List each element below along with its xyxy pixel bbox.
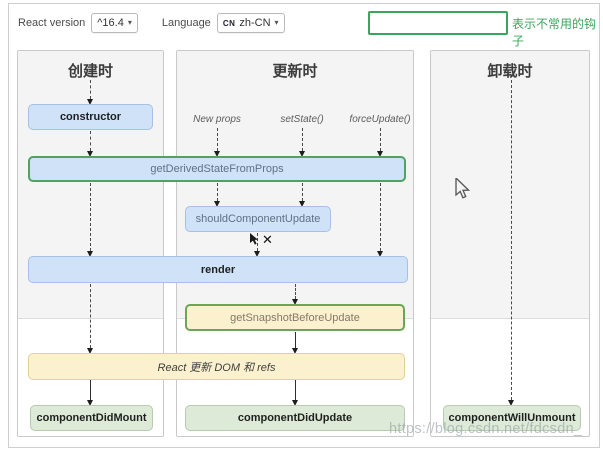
toolbar: React version ^16.4 ▾ Language CN zh-CN … <box>18 10 285 36</box>
language-label: Language <box>161 17 211 29</box>
trigger-force-update: forceUpdate() <box>349 114 411 125</box>
flow-arrow <box>292 380 298 406</box>
watermark: https://blog.csdn.net/fdcsdn_ <box>389 421 583 437</box>
flow-arrow <box>87 131 93 157</box>
mouse-cursor-icon <box>455 176 471 205</box>
close-x-icon: ✕ <box>262 232 273 247</box>
language-select[interactable]: CN zh-CN ▾ <box>216 13 285 33</box>
react-version-value: ^16.4 <box>97 17 124 29</box>
trigger-set-state: setState() <box>280 114 324 125</box>
flow-arrow <box>292 332 298 354</box>
flow-arrow <box>254 233 260 257</box>
legend-swatch <box>368 11 508 35</box>
lifecycle-box-shouldcomponentupdate[interactable]: shouldComponentUpdate <box>185 206 331 232</box>
flow-arrow <box>292 284 298 305</box>
lifecycle-box-componentwillunmount[interactable]: componentWillUnmount <box>443 405 581 431</box>
column-title-unmounting: 卸载时 <box>487 63 533 80</box>
flag-icon: CN <box>222 18 236 28</box>
flow-arrow <box>87 80 93 105</box>
flow-arrow <box>87 380 93 406</box>
flow-arrow <box>299 128 305 157</box>
flow-arrow <box>214 128 220 157</box>
lifecycle-box-componentdidupdate[interactable]: componentDidUpdate <box>185 405 405 431</box>
language-value: zh-CN <box>239 17 271 29</box>
column-title-mounting: 创建时 <box>67 63 113 80</box>
flow-arrow <box>87 284 93 354</box>
lifecycle-box-getderivedstatefromprops[interactable]: getDerivedStateFromProps <box>28 156 406 182</box>
column-unmounting: 卸载时 <box>430 50 590 437</box>
chevron-down-icon: ▾ <box>127 18 132 27</box>
flow-arrow <box>377 128 383 157</box>
flow-arrow <box>214 183 220 207</box>
flow-arrow <box>87 183 93 257</box>
lifecycle-box-constructor[interactable]: constructor <box>28 104 153 130</box>
react-updates-dom-box: React 更新 DOM 和 refs <box>28 353 405 380</box>
react-version-select[interactable]: ^16.4 ▾ <box>91 13 138 33</box>
lifecycle-box-getsnapshotbeforeupdate[interactable]: getSnapshotBeforeUpdate <box>185 304 405 331</box>
react-version-label: React version <box>18 17 86 29</box>
column-title-updating: 更新时 <box>272 63 318 80</box>
lifecycle-box-render[interactable]: render <box>28 256 408 283</box>
chevron-down-icon: ▾ <box>274 18 279 27</box>
flow-arrow <box>508 80 514 406</box>
lifecycle-box-componentdidmount[interactable]: componentDidMount <box>30 405 153 431</box>
trigger-new-props: New props <box>193 114 241 125</box>
click-cursor-icon <box>250 233 260 251</box>
legend-text: 表示不常用的钩子 <box>512 17 597 48</box>
flow-arrow <box>377 183 383 257</box>
flow-arrow <box>299 183 305 207</box>
